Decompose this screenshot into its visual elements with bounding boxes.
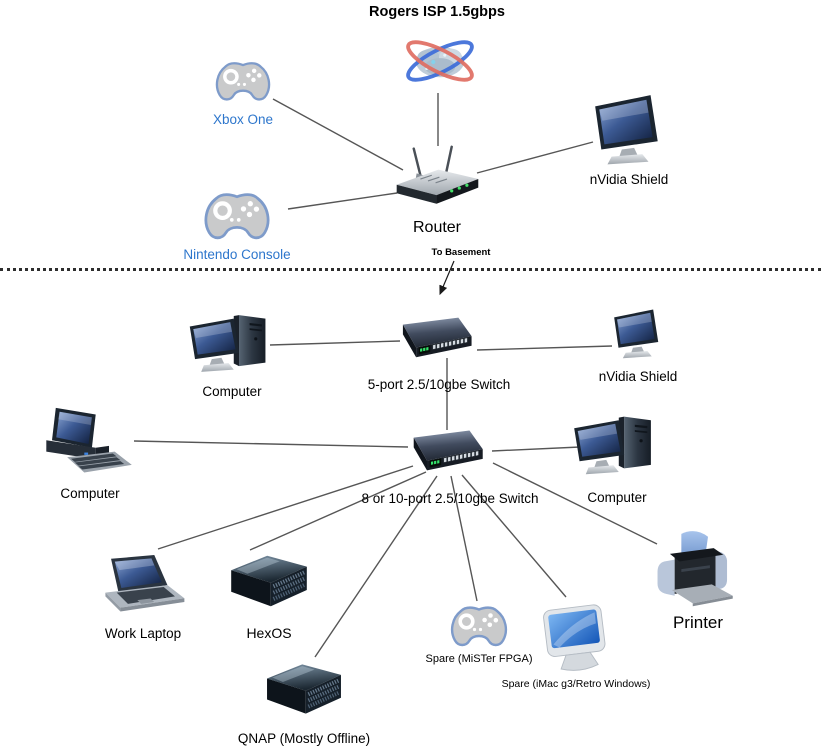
imac-spare-label: Spare (iMac g3/Retro Windows) [501, 678, 651, 690]
edge-nintendo-router [287, 192, 398, 210]
computer-label: Computer [587, 490, 647, 505]
desktop-tower-monitor-icon [570, 414, 664, 480]
work-laptop-label: Work Laptop [104, 626, 182, 641]
floor-separator-dotted-line [0, 268, 821, 271]
node-computer-right: Computer [570, 414, 664, 505]
edge-switch8-computer [491, 446, 581, 452]
node-xbox-one: Xbox One [212, 58, 274, 127]
hexos-label: HexOS [246, 625, 292, 641]
edge-switch8-work-laptop [157, 465, 414, 550]
computer-label: Computer [202, 384, 262, 399]
router-label: Router [412, 219, 462, 236]
laptop-icon [96, 551, 190, 623]
qnap-label: QNAP (Mostly Offline) [237, 731, 371, 746]
printer-icon [646, 531, 750, 611]
network-switch-icon [405, 427, 495, 473]
edge-switch5-nvidia-shield [476, 345, 613, 351]
edge-switch8-hexos [249, 471, 427, 551]
node-computer-mid: Computer [188, 312, 276, 399]
nintendo-console-label: Nintendo Console [183, 247, 291, 262]
wireless-router-icon [390, 143, 484, 217]
node-nintendo-console: Nintendo Console [183, 189, 291, 262]
node-mister-fpga: Spare (MiSTer FPGA) [426, 602, 532, 665]
monitor-icon [588, 90, 670, 170]
node-imac-spare: Spare (iMac g3/Retro Windows) [502, 598, 650, 690]
node-switch-8port: 8 or 10-port 2.5/10gbe Switch [361, 427, 539, 506]
edge-computer-switch5 [269, 340, 401, 346]
node-computer-left: Computer [42, 406, 138, 501]
xbox-one-label: Xbox One [212, 112, 274, 127]
computer-label: Computer [60, 486, 120, 501]
node-hexos: HexOS [224, 551, 314, 641]
game-controller-icon [212, 58, 274, 106]
desktop-computer-keyboard-icon [42, 406, 138, 482]
node-switch-5port: 5-port 2.5/10gbe Switch [368, 313, 510, 392]
edge-switch8-imac [461, 474, 567, 598]
printer-label: Printer [672, 613, 724, 632]
node-nvidia-shield-mid: nVidia Shield [599, 308, 677, 384]
to-basement-label: To Basement [431, 247, 491, 258]
nvidia-shield-label: nVidia Shield [598, 369, 678, 384]
node-nvidia-shield-top: nVidia Shield [588, 90, 670, 187]
node-router: Router [390, 143, 484, 236]
monitor-icon [606, 308, 670, 360]
network-switch-icon [395, 313, 483, 361]
edge-computer-switch8 [133, 440, 409, 448]
diagram-title: Rogers ISP 1.5gbps [369, 4, 505, 20]
internet-globe-icon [397, 30, 483, 92]
game-controller-icon [200, 189, 274, 245]
node-internet [397, 30, 483, 92]
nvidia-shield-label: nVidia Shield [589, 172, 669, 187]
edge-router-nvidia-shield [476, 141, 594, 174]
server-nas-icon [224, 551, 314, 611]
edge-router-basement-arrow [439, 260, 455, 296]
node-qnap: QNAP (Mostly Offline) [238, 658, 370, 746]
mister-fpga-label: Spare (MiSTer FPGA) [425, 653, 533, 665]
server-nas-icon [260, 658, 348, 720]
edge-switch8-mister [450, 475, 478, 602]
node-printer: Printer [646, 531, 750, 632]
edge-xbox-router [272, 98, 404, 171]
game-controller-icon [447, 602, 511, 652]
edge-switch8-qnap [314, 475, 438, 658]
switch-5port-label: 5-port 2.5/10gbe Switch [367, 377, 511, 392]
desktop-tower-monitor-icon [188, 312, 276, 378]
edge-switch8-printer [492, 462, 658, 545]
node-work-laptop: Work Laptop [96, 551, 190, 641]
switch-8port-label: 8 or 10-port 2.5/10gbe Switch [361, 491, 539, 506]
imac-icon [534, 598, 618, 678]
